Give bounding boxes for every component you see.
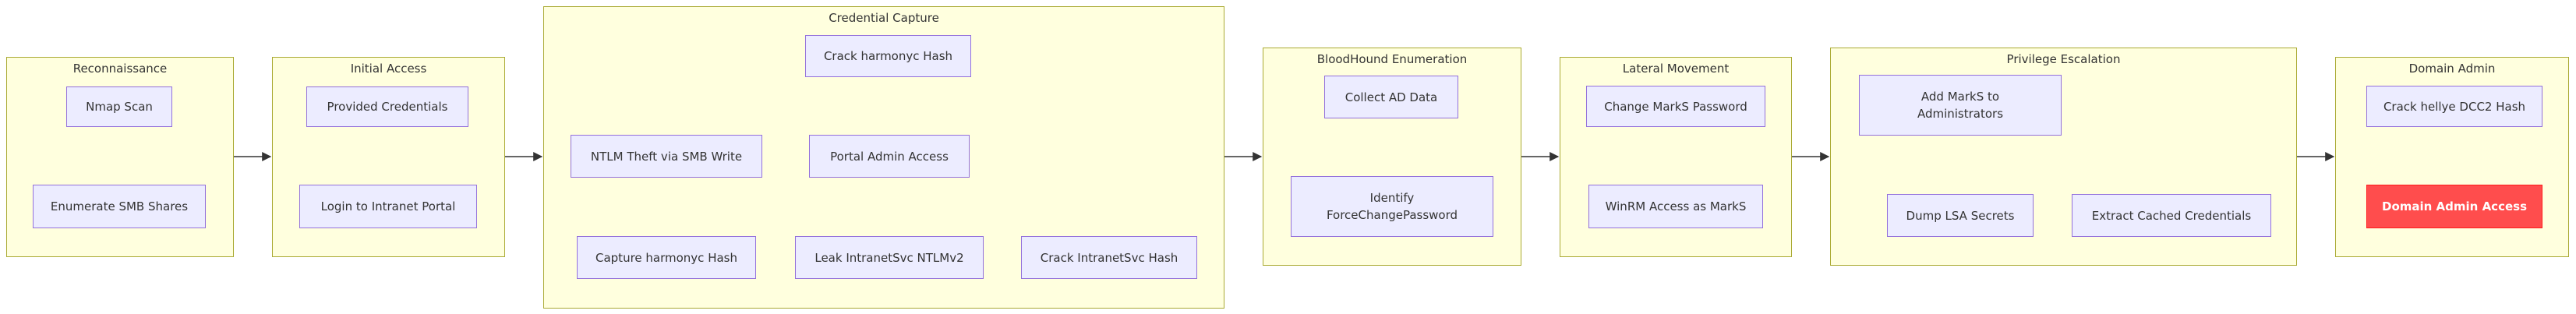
node-extract-cached-credentials[interactable]: Extract Cached Credentials [2072,194,2271,237]
node-domain-admin-access[interactable]: Domain Admin Access [2366,185,2542,228]
node-dump-lsa-secrets[interactable]: Dump LSA Secrets [1887,194,2034,237]
node-change-marks-password[interactable]: Change MarkS Password [1586,86,1765,127]
node-collect-ad-data[interactable]: Collect AD Data [1324,76,1458,118]
node-ntlm-theft-smb-write[interactable]: NTLM Theft via SMB Write [571,135,762,178]
node-winrm-access-marks[interactable]: WinRM Access as MarkS [1588,185,1763,228]
node-portal-admin-access[interactable]: Portal Admin Access [809,135,970,178]
node-add-marks-administrators[interactable]: Add MarkS to Administrators [1859,75,2062,136]
node-crack-harmonyc-hash[interactable]: Crack harmonyc Hash [805,35,971,77]
cluster-title-reconnaissance: Reconnaissance [72,62,168,76]
node-crack-hellye-dcc2-hash[interactable]: Crack hellye DCC2 Hash [2366,86,2542,127]
node-nmap-scan[interactable]: Nmap Scan [66,86,172,127]
node-capture-harmonyc-hash[interactable]: Capture harmonyc Hash [577,236,756,279]
node-enumerate-smb-shares[interactable]: Enumerate SMB Shares [33,185,206,228]
cluster-title-credential-capture: Credential Capture [829,11,939,25]
node-login-intranet-portal[interactable]: Login to Intranet Portal [299,185,477,228]
cluster-title-lateral-movement: Lateral Movement [1622,62,1730,76]
node-crack-intranetsvc-hash[interactable]: Crack IntranetSvc Hash [1021,236,1197,279]
node-identify-forcechangepassword[interactable]: Identify ForceChangePassword [1291,176,1493,237]
cluster-title-initial-access: Initial Access [350,62,427,76]
node-leak-intranetsvc-ntlmv2[interactable]: Leak IntranetSvc NTLMv2 [795,236,984,279]
cluster-title-bloodhound-enumeration: BloodHound Enumeration [1316,52,1468,66]
cluster-title-domain-admin: Domain Admin [2408,62,2496,76]
cluster-title-privilege-escalation: Privilege Escalation [2006,52,2121,66]
node-provided-credentials[interactable]: Provided Credentials [306,86,468,127]
